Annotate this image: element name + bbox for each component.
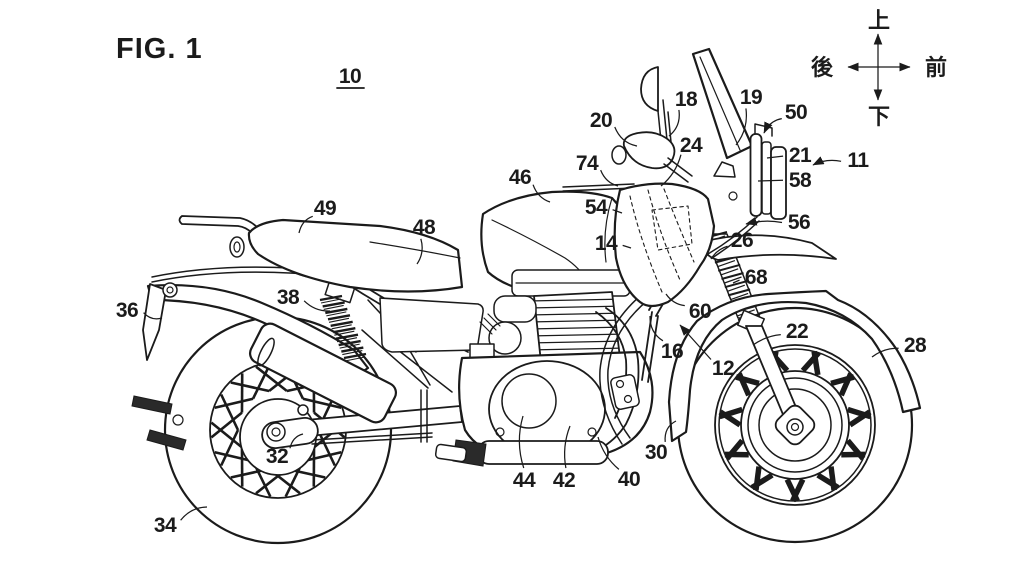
grip-end [611, 145, 627, 165]
leader-line-16 [649, 315, 664, 342]
part-label-74: 74 [576, 152, 599, 175]
leader-line-30 [664, 420, 677, 442]
part-label-49: 49 [314, 197, 336, 220]
leader-line-24 [660, 154, 682, 187]
leader-line-50 [763, 117, 782, 134]
leader-line-54 [612, 209, 623, 214]
leader-line-26 [710, 245, 728, 260]
leader-line-20 [614, 126, 638, 147]
rear-mudflap [142, 283, 167, 361]
part-label-20: 20 [590, 109, 612, 132]
visor-screw [728, 191, 738, 201]
part-label-21: 21 [789, 144, 812, 167]
seat [247, 218, 464, 293]
brake-rod [311, 432, 433, 445]
leader-line-11 [812, 156, 842, 166]
engine [458, 269, 654, 462]
leg-shield [613, 161, 736, 308]
figure-number: 10 [336, 65, 365, 89]
part-label-58: 58 [789, 169, 812, 192]
front-wheel-spokes [718, 350, 872, 503]
direction-compass: 上 下 前 後 [811, 9, 947, 130]
leader-line-38 [303, 300, 331, 312]
part-label-32: 32 [266, 445, 288, 468]
figure-number-text: 10 [339, 65, 361, 88]
compass-rear-label: 後 [811, 55, 834, 81]
leader-line-21 [766, 155, 784, 159]
leader-line-60 [665, 293, 685, 307]
leader-line-12 [679, 324, 712, 360]
part-label-14: 14 [595, 232, 618, 255]
leader-line-14 [622, 244, 632, 249]
leader-line-19 [735, 108, 747, 146]
part-label-42: 42 [553, 469, 575, 492]
part-label-46: 46 [509, 166, 531, 189]
part-label-48: 48 [413, 216, 436, 239]
exhaust-pipe [477, 440, 609, 465]
part-label-16: 16 [661, 340, 683, 363]
part-label-12: 12 [712, 357, 734, 380]
rear-axle-plate [261, 404, 319, 449]
part-label-26: 26 [731, 229, 753, 252]
part-label-18: 18 [675, 88, 698, 111]
part-label-68: 68 [745, 266, 768, 289]
compass-up-label: 上 [868, 9, 890, 34]
part-label-40: 40 [618, 468, 640, 491]
engine-guard [599, 295, 649, 445]
part-label-38: 38 [277, 286, 300, 309]
passenger-footpeg [131, 395, 187, 451]
part-label-19: 19 [740, 86, 762, 109]
leader-line-56 [745, 217, 783, 226]
leader-line-34 [180, 506, 208, 521]
muffler [248, 322, 398, 424]
part-label-24: 24 [680, 134, 703, 157]
front-wheel [676, 306, 914, 544]
part-label-54: 54 [585, 196, 608, 219]
leader-line-28 [871, 347, 899, 358]
shield-bracket [713, 161, 736, 178]
leader-line-68 [732, 279, 740, 284]
handlebar-grip [611, 131, 693, 183]
leader-line-40 [597, 436, 620, 470]
part-label-36: 36 [116, 299, 138, 322]
part-labels-layer: 18 19 20 24 50 21 11 58 74 46 54 56 14 26 68 49 48 36 38 60… [116, 86, 928, 537]
leader-line-22 [752, 334, 781, 346]
shock-coil-spring [319, 294, 367, 362]
leader-line-18 [668, 109, 680, 137]
leader-line-48 [416, 238, 423, 265]
front-beak [701, 234, 837, 261]
part-label-44: 44 [513, 469, 536, 492]
part-label-56: 56 [788, 211, 810, 234]
leader-line-36 [143, 312, 163, 320]
leader-lines-layer [143, 108, 899, 521]
leader-line-42 [564, 425, 571, 469]
guard-bracket [610, 374, 640, 410]
part-label-50: 50 [785, 101, 807, 124]
part-label-11: 11 [847, 149, 869, 172]
leader-line-74 [600, 169, 619, 187]
part-label-34: 34 [154, 514, 177, 537]
compass-down-label: 下 [868, 105, 890, 130]
handlebar-stem [663, 157, 693, 183]
side-cover [379, 297, 484, 353]
leader-line-46 [532, 184, 551, 203]
leader-line-32 [289, 433, 304, 449]
compass-front-label: 前 [925, 55, 947, 81]
part-label-60: 60 [689, 300, 711, 323]
leader-line-58 [757, 179, 784, 182]
carburetor [493, 295, 537, 323]
mirror [640, 66, 672, 143]
leader-line-49 [298, 215, 313, 234]
brake-pedal [434, 443, 468, 463]
part-label-30: 30 [645, 441, 667, 464]
rail-bushing [229, 236, 245, 258]
leader-line-44 [518, 415, 525, 469]
rear-frame [343, 275, 484, 443]
part-label-22: 22 [786, 320, 808, 343]
figure-title: FIG. 1 [116, 33, 203, 65]
part-label-28: 28 [904, 334, 927, 357]
intake [488, 321, 522, 355]
